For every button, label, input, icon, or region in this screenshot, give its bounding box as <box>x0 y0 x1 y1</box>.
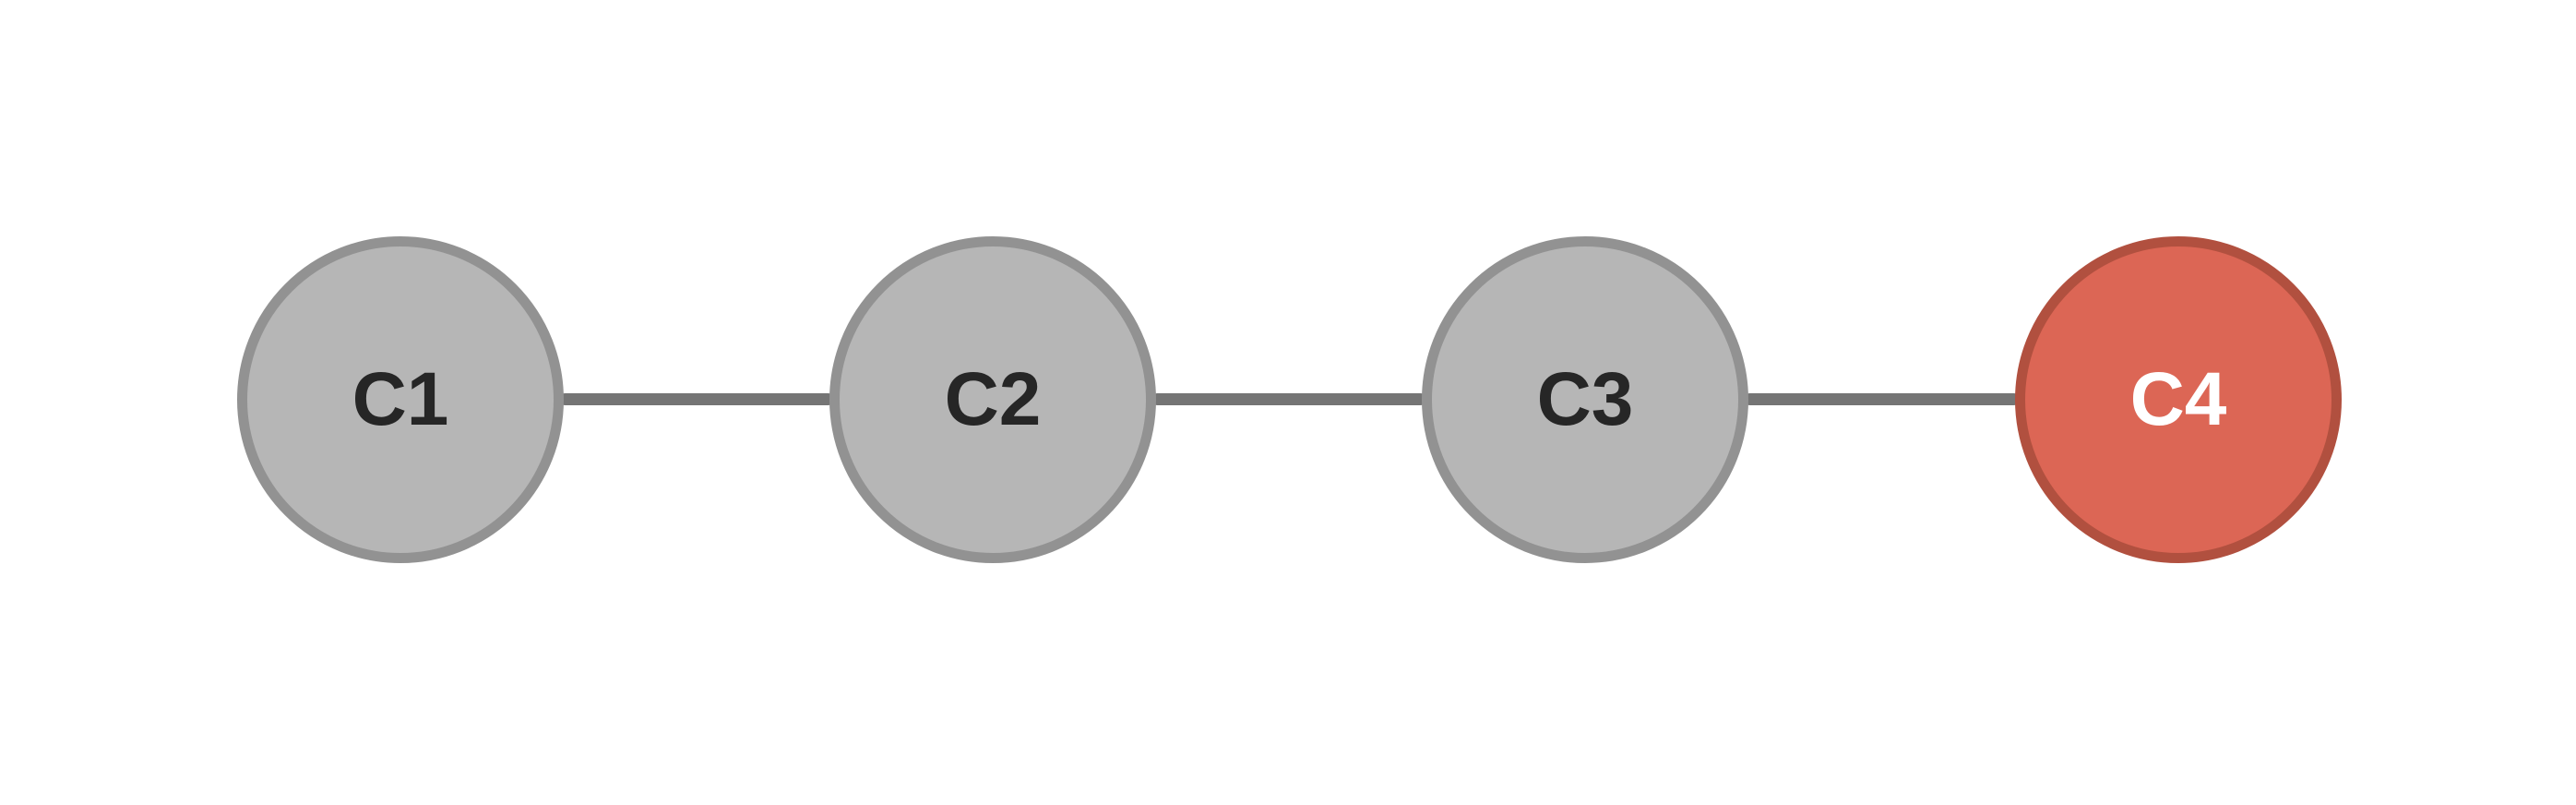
edge-c3-c4 <box>1744 393 2020 405</box>
node-c1-label: C1 <box>352 357 449 441</box>
node-c2-label: C2 <box>944 357 1042 441</box>
edge-c1-c2 <box>559 393 834 405</box>
node-c4-label: C4 <box>2129 357 2227 441</box>
edge-c2-c3 <box>1151 393 1426 405</box>
node-c1[interactable]: C1 <box>237 236 564 563</box>
node-c3-label: C3 <box>1536 357 1634 441</box>
node-c3[interactable]: C3 <box>1422 236 1748 563</box>
node-c4[interactable]: C4 <box>2015 236 2342 563</box>
node-c2[interactable]: C2 <box>829 236 1156 563</box>
